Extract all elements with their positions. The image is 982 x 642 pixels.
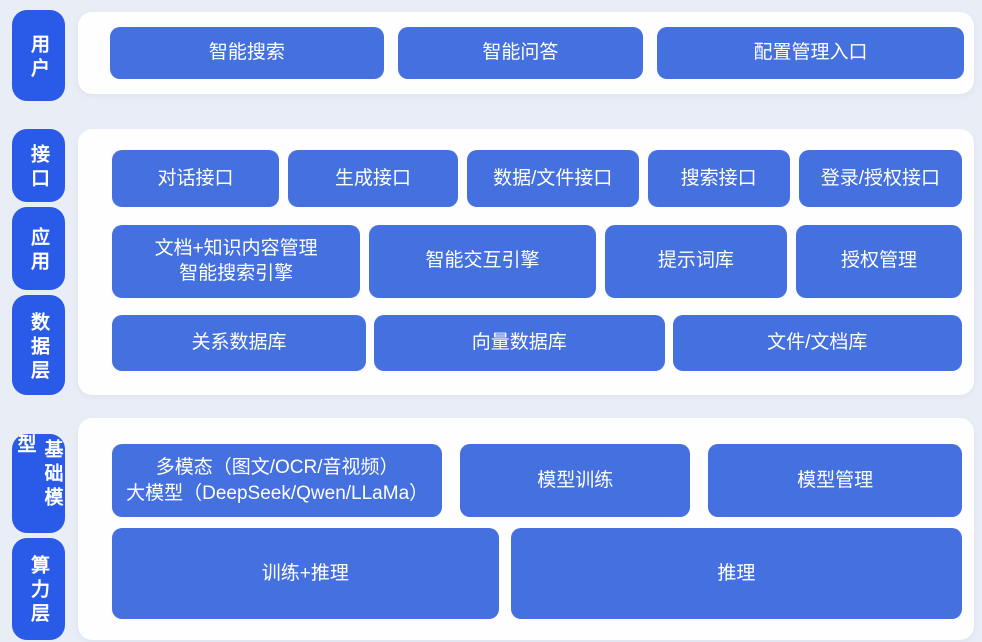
row-interface-blocks: 对话接口 生成接口 数据/文件接口 搜索接口 登录/授权接口 — [112, 150, 963, 207]
layer-label-interface: 接口 — [12, 129, 65, 203]
block-line-1: 多模态（图文/OCR/音视频） — [155, 457, 399, 479]
layer-label-user: 用户 — [12, 10, 65, 101]
band-user-layer: 用户 智能搜索 智能问答 配置管理入口 — [12, 10, 974, 101]
layer-label-base-model: 基础模型 — [12, 434, 65, 533]
block-model-management: 模型管理 — [708, 444, 962, 517]
band-middle-layers: 接口 应用 数据层 对话接口 生成接口 数据/文件接口 搜索接口 登录/授权接口… — [12, 129, 974, 395]
block-line-2: 智能搜索引擎 — [179, 263, 294, 284]
row-data-blocks: 关系数据库 向量数据库 文件/文档库 — [112, 315, 962, 371]
panel-bottom-layers: 多模态（图文/OCR/音视频） 大模型（DeepSeek/Qwen/LLaMa）… — [78, 418, 974, 640]
layer-label-application: 应用 — [12, 207, 65, 291]
block-config-management-entry: 配置管理入口 — [656, 27, 964, 79]
row-user-entries: 智能搜索 智能问答 配置管理入口 — [110, 27, 964, 79]
block-smart-qa: 智能问答 — [397, 27, 643, 79]
row-base-model-blocks: 多模态（图文/OCR/音视频） 大模型（DeepSeek/Qwen/LLaMa）… — [112, 444, 962, 517]
block-inference: 推理 — [510, 528, 962, 619]
block-prompt-library: 提示词库 — [604, 224, 787, 298]
layer-label-compute: 算力层 — [12, 537, 65, 640]
block-dialog-api: 对话接口 — [112, 150, 280, 207]
band-bottom-layers: 基础模型 算力层 多模态（图文/OCR/音视频） 大模型（DeepSeek/Qw… — [12, 418, 974, 640]
block-file-document-store: 文件/文档库 — [672, 315, 962, 371]
block-smart-search: 智能搜索 — [110, 27, 384, 79]
block-training-inference: 训练+推理 — [112, 528, 499, 619]
row-compute-blocks: 训练+推理 推理 — [112, 528, 962, 619]
block-multimodal-llm: 多模态（图文/OCR/音视频） 大模型（DeepSeek/Qwen/LLaMa） — [112, 444, 443, 517]
block-interactive-engine: 智能交互引擎 — [369, 224, 596, 298]
user-layer-label-column: 用户 — [12, 10, 65, 101]
block-line-1: 文档+知识内容管理 — [154, 237, 318, 259]
panel-middle-layers: 对话接口 生成接口 数据/文件接口 搜索接口 登录/授权接口 文档+知识内容管理… — [78, 129, 974, 395]
row-application-blocks: 文档+知识内容管理 智能搜索引擎 智能交互引擎 提示词库 授权管理 — [112, 224, 963, 298]
block-generation-api: 生成接口 — [288, 150, 458, 207]
block-data-file-api: 数据/文件接口 — [466, 150, 639, 207]
block-vector-database: 向量数据库 — [374, 315, 665, 371]
block-relational-database: 关系数据库 — [112, 315, 367, 371]
block-search-api: 搜索接口 — [647, 150, 790, 207]
block-authorization-management: 授权管理 — [795, 224, 963, 298]
bottom-layer-label-column: 基础模型 算力层 — [12, 418, 65, 640]
middle-layer-label-column: 接口 应用 数据层 — [12, 129, 65, 395]
block-login-auth-api: 登录/授权接口 — [798, 150, 963, 207]
panel-user-layer: 智能搜索 智能问答 配置管理入口 — [78, 12, 974, 94]
block-line-2: 大模型（DeepSeek/Qwen/LLaMa） — [126, 482, 429, 504]
block-model-training: 模型训练 — [460, 444, 691, 517]
layer-label-data: 数据层 — [12, 295, 65, 395]
block-doc-knowledge-search-engine: 文档+知识内容管理 智能搜索引擎 — [112, 224, 361, 298]
